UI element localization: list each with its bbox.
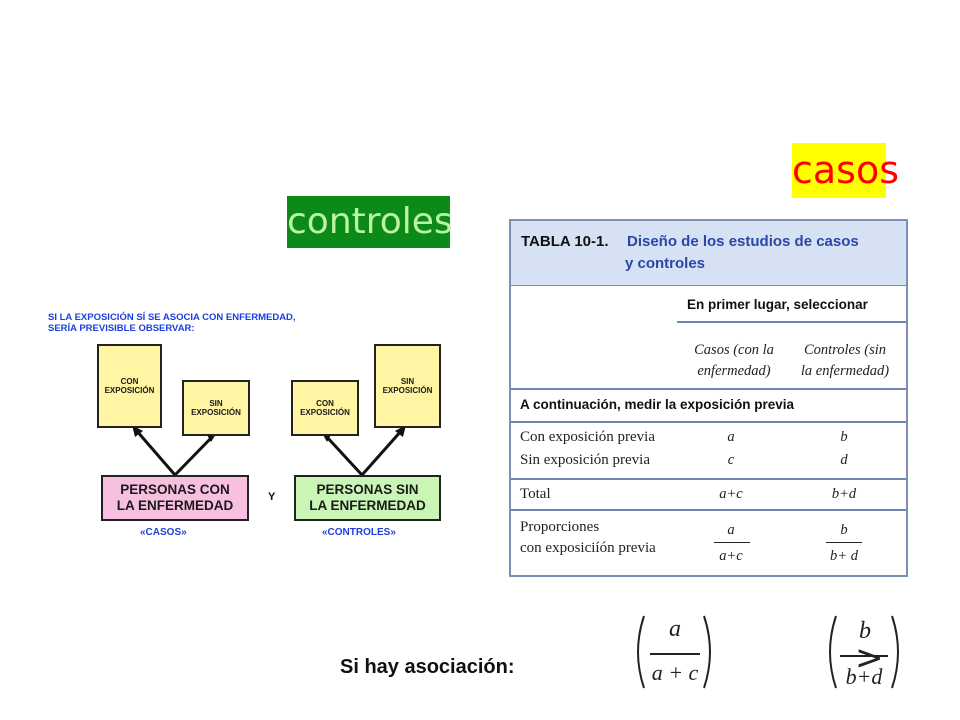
right-paren <box>891 615 899 689</box>
fraction-parens-left <box>637 615 711 689</box>
fraction-parens-right <box>829 615 899 689</box>
design-table: TABLA 10-1. Diseño de los estudios de ca… <box>509 219 908 577</box>
cases-box-line2: LA ENFERMEDAD <box>116 498 234 513</box>
cell-c: c <box>727 452 735 468</box>
controls-box: PERSONAS SIN LA ENFERMEDAD <box>294 475 441 521</box>
left-paren <box>829 615 837 689</box>
table-number: TABLA 10-1. <box>521 233 609 250</box>
y-connector: Y <box>268 491 276 503</box>
col-cases-line2: enfermedad) <box>697 363 771 379</box>
prop-cases-denominator: a+c <box>719 548 743 564</box>
fraction-bar <box>826 542 862 543</box>
greater-than-sign: > <box>855 638 884 678</box>
divider <box>677 321 906 323</box>
divider <box>511 421 906 423</box>
cases-box: PERSONAS CON LA ENFERMEDAD <box>101 475 249 521</box>
then-measure-heading: A continuación, medir la exposición prev… <box>520 397 795 412</box>
right-paren <box>703 615 711 689</box>
divider <box>511 388 906 390</box>
fraction-bar <box>714 542 750 543</box>
cell-d: d <box>840 452 848 468</box>
table-header: TABLA 10-1. Diseño de los estudios de ca… <box>511 221 906 286</box>
controls-unexposed-box: SIN EXPOSICIÓN <box>374 344 441 428</box>
controls-caption: «CONTROLES» <box>322 527 396 538</box>
col-cases-line1: Casos (con la <box>694 342 774 358</box>
proportions-line1: Proporciones <box>520 519 600 535</box>
controls-box-line2: LA ENFERMEDAD <box>309 498 426 513</box>
formula-frac2-denominator: b+d <box>845 664 883 689</box>
diagram-heading-line2: SERÍA PREVISIBLE OBSERVAR: <box>48 323 195 334</box>
formula-frac1-denominator: a + c <box>651 660 699 685</box>
prop-cases-numerator: a <box>727 522 735 538</box>
col-controls-line2: la enfermedad) <box>800 363 890 379</box>
row-exposed-label: Con exposición previa <box>520 429 655 445</box>
casos-label: casos <box>792 143 899 198</box>
table-title-line2: y controles <box>625 255 706 272</box>
cell-b: b <box>840 429 848 445</box>
proportions-line2: con exposiciíón previa <box>520 540 656 556</box>
formula-frac2-numerator: b <box>859 618 871 644</box>
diagram-heading-line1: SI LA EXPOSICIÓN SÍ SE ASOCIA CON ENFERM… <box>48 312 296 323</box>
total-controls: b+d <box>831 486 857 502</box>
cases-caption: «CASOS» <box>140 527 187 538</box>
arrow-controls-unexposed <box>360 429 404 476</box>
cases-exposed-box: CON EXPOSICIÓN <box>97 344 162 428</box>
total-label: Total <box>520 486 551 502</box>
formula-frac1-numerator: a <box>669 616 681 642</box>
total-cases: a+c <box>719 486 743 502</box>
col-controls-line1: Controles (sin <box>803 342 887 358</box>
left-paren <box>637 615 645 689</box>
arrow-controls-exposed <box>324 434 364 477</box>
prop-controls-denominator: b+ d <box>830 548 858 564</box>
row-unexposed-label: Sin exposición previa <box>520 452 650 468</box>
controls-box-line1: PERSONAS SIN <box>316 482 419 497</box>
cases-box-line1: PERSONAS CON <box>120 482 230 497</box>
arrow-cases-exposed <box>134 429 177 476</box>
first-select-heading: En primer lugar, seleccionar <box>687 297 868 312</box>
arrowhead <box>395 425 406 437</box>
prop-controls-numerator: b <box>840 522 848 538</box>
diagram-heading: SI LA EXPOSICIÓN SÍ SE ASOCIA CON ENFERM… <box>48 312 348 334</box>
divider <box>511 478 906 480</box>
controles-label: controles <box>287 196 453 248</box>
arrow-cases-unexposed <box>173 434 215 477</box>
association-label: Si hay asociación: <box>340 656 515 678</box>
arrowhead <box>132 425 143 437</box>
table-title-line1: Diseño de los estudios de casos <box>627 233 859 250</box>
cases-unexposed-box: SIN EXPOSICIÓN <box>182 380 250 436</box>
cell-a: a <box>727 429 735 445</box>
controls-exposed-box: CON EXPOSICIÓN <box>291 380 359 436</box>
divider <box>511 509 906 511</box>
